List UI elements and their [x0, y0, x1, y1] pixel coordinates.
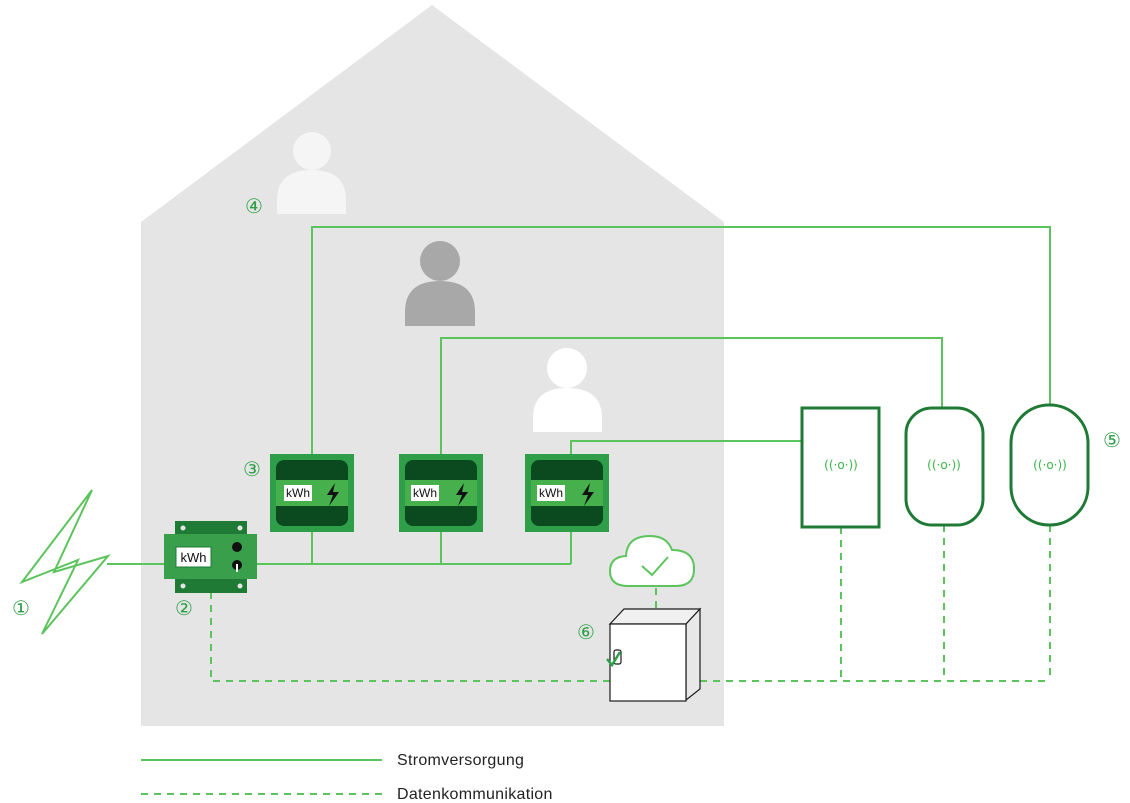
rfid-icon: ((·o·)) [824, 458, 858, 472]
sub-meter-3: kWh [525, 454, 609, 532]
main-meter: kWh [164, 521, 257, 593]
marker-5: ⑤ [1103, 428, 1121, 452]
sub-meter-1: kWh [270, 454, 354, 532]
sub-meter-3-label: kWh [539, 486, 563, 500]
power-lines [107, 226, 1051, 565]
main-meter-label: kWh [181, 550, 207, 565]
marker-1: ① [12, 596, 30, 620]
cloud-icon [608, 534, 696, 587]
bolt-icon [582, 483, 594, 506]
marker-2: ② [175, 596, 193, 620]
bolt-icon [327, 483, 339, 506]
marker-4: ④ [245, 194, 263, 218]
controller-cabinet [606, 607, 702, 702]
charger-2: ((·o·)) [904, 406, 985, 527]
cabinet-lock-icon [613, 649, 622, 665]
checkmark-icon [641, 556, 669, 577]
marker-6: ⑥ [577, 620, 595, 644]
rfid-icon: ((·o·)) [927, 458, 961, 472]
meter-knob-icon [232, 542, 242, 552]
power-line-meter2-to-charger2 [440, 337, 943, 454]
data-lines [210, 525, 1051, 682]
legend-data-label: Datenkommunikation [397, 786, 553, 803]
legend: Stromversorgung Datenkommunikation [141, 752, 553, 803]
sub-meter-1-label: kWh [286, 486, 310, 500]
data-line-meter-to-controller [210, 592, 610, 682]
user-icon-3 [533, 348, 602, 432]
charger-3: ((·o·)) [1009, 403, 1090, 527]
lightning-icon [19, 489, 111, 635]
sub-meter-2: kWh [399, 454, 483, 532]
bolt-icon [456, 483, 468, 506]
legend-power-label: Stromversorgung [397, 752, 524, 769]
power-line-meter3-to-charger1 [570, 440, 802, 454]
charger-1: ((·o·)) [800, 406, 881, 529]
user-icon-2 [405, 241, 475, 326]
user-icon-1 [277, 132, 346, 214]
power-line-meter1-to-charger3 [311, 226, 1051, 454]
marker-3: ③ [243, 457, 261, 481]
rfid-icon: ((·o·)) [1033, 458, 1067, 472]
cabinet-check-icon [606, 651, 622, 668]
sub-meter-2-label: kWh [413, 486, 437, 500]
